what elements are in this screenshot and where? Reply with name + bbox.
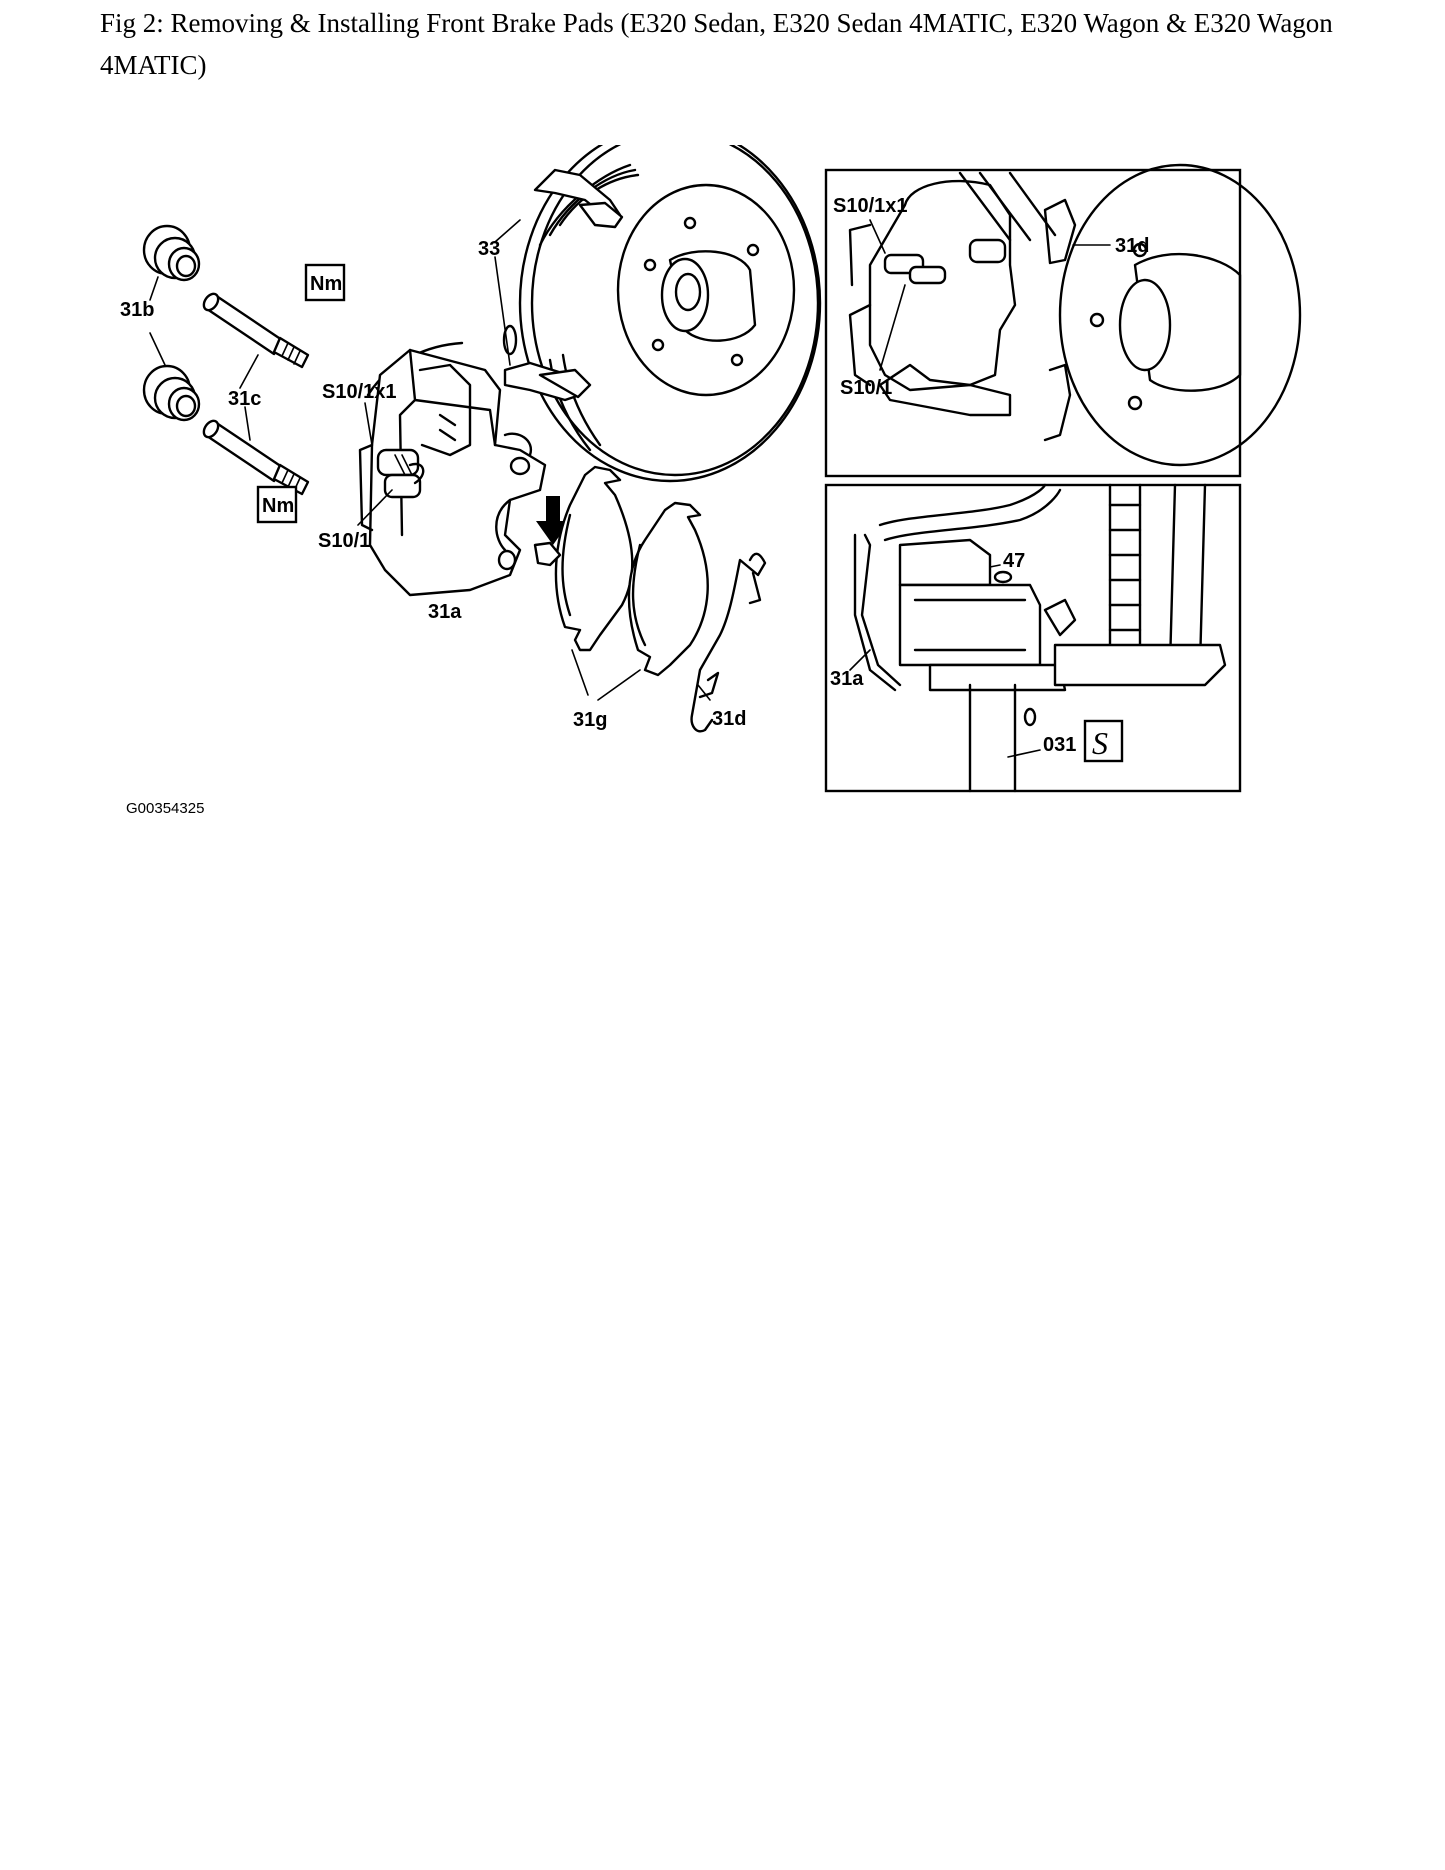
- brake-caliper: [358, 341, 547, 597]
- label-31b: 31b: [120, 299, 154, 321]
- torque-box-upper: Nm: [304, 263, 346, 302]
- label-47: 47: [1003, 550, 1025, 572]
- svg-text:Nm: Nm: [262, 495, 294, 517]
- brake-pad-outer: [627, 501, 709, 677]
- label-s10-1x1-main: S10/1x1: [322, 381, 397, 403]
- label-031: 031: [1043, 734, 1076, 756]
- special-tool-icon: S: [1083, 719, 1124, 763]
- label-s10-1x1-inset: S10/1x1: [833, 195, 908, 217]
- label-31a-inset: 31a: [830, 668, 864, 690]
- label-31a-main: 31a: [428, 601, 462, 623]
- label-33: 33: [478, 238, 500, 260]
- figure-caption: Fig 2: Removing & Installing Front Brake…: [100, 8, 1333, 80]
- brake-disc: [518, 145, 822, 483]
- inset-top: [824, 163, 1302, 478]
- figure-code: G00354325: [126, 800, 204, 817]
- guide-pin-lower: [202, 419, 310, 496]
- label-31g: 31g: [573, 709, 607, 731]
- caliper-bracket-bottom: [502, 324, 592, 402]
- label-s10-1-inset: S10/1: [840, 377, 892, 399]
- brake-pad-diagram: 31b 31c Nm Nm S10/1x1: [120, 145, 1302, 817]
- brake-pad-inner: [533, 465, 634, 652]
- boot-lower: [142, 364, 201, 422]
- svg-text:S: S: [1092, 725, 1108, 761]
- label-31d-inset: 31d: [1115, 235, 1149, 257]
- guide-pin-upper: [202, 292, 310, 369]
- torque-box-lower: Nm: [256, 485, 298, 524]
- caliper-bracket-top: [533, 168, 624, 229]
- label-31d-main: 31d: [712, 708, 746, 730]
- svg-text:Nm: Nm: [310, 273, 342, 295]
- label-31c: 31c: [228, 388, 261, 410]
- inset-bottom: [824, 483, 1242, 793]
- boot-upper: [142, 224, 201, 282]
- label-s10-1-main: S10/1: [318, 530, 370, 552]
